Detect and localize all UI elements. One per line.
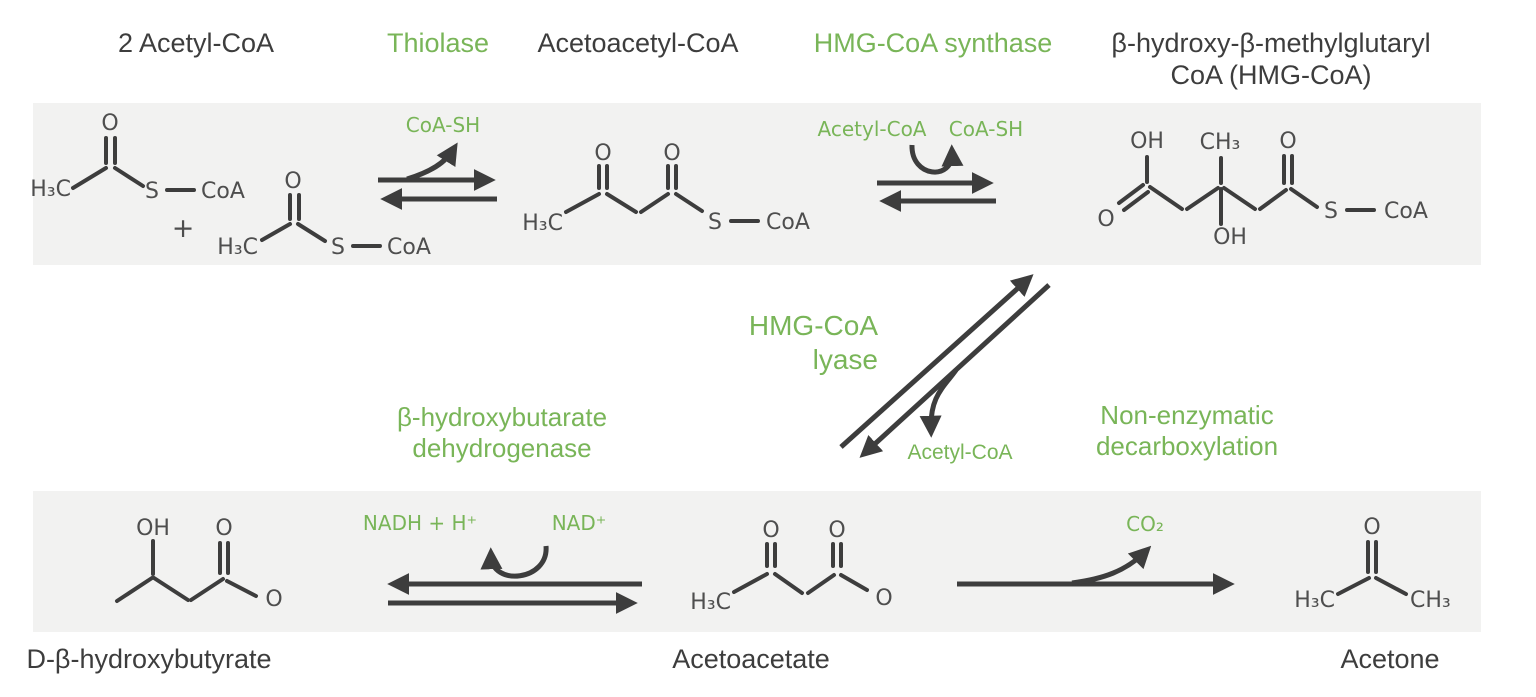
label-coa-sh-thiolase: CoA-SH (405, 113, 481, 137)
atom-coa: CoA (1384, 199, 1428, 224)
label-nad: NAD⁺ (551, 511, 607, 535)
label-hmg-coa-title-line2: CoA (HMG-CoA) (1170, 60, 1372, 90)
atom-o1: O (762, 518, 779, 543)
atom-o-top: O (215, 516, 232, 541)
atom-o3: O (875, 586, 892, 611)
acetyl-coa-structure-1: H₃C O S CoA (30, 111, 245, 204)
label-acetone: Acetone (1340, 644, 1440, 674)
label-acetoacetate: Acetoacetate (672, 644, 830, 674)
label-non-enzymatic: Non-enzymatic decarboxylation (1096, 400, 1278, 462)
atom-h3c: H₃C (217, 235, 258, 260)
atom-o: O (101, 111, 118, 136)
bottom-reaction-band (33, 491, 1481, 632)
label-non-enzymatic-line2: decarboxylation (1095, 431, 1279, 461)
label-hmg-coa-title-line1: β-hydroxy-β-methylglutaryl (1111, 28, 1431, 58)
atom-coa: CoA (387, 235, 431, 260)
atom-h3c: H₃C (690, 590, 731, 615)
atom-oh-top: OH (1130, 129, 1164, 154)
label-hmg-lyase-line2: lyase (812, 344, 878, 375)
atom-s: S (708, 210, 722, 235)
decarboxylation-reaction-arrows (957, 545, 1235, 596)
atom-o2: O (828, 518, 845, 543)
thiolase-reaction-arrows (378, 142, 497, 211)
label-acetyl-coa-released: Acetyl-CoA (907, 441, 1013, 464)
label-nadh-h: NADH + H⁺ (362, 511, 478, 535)
atom-coa: CoA (766, 210, 810, 235)
label-enzyme-hmg-synthase: HMG-CoA synthase (813, 28, 1053, 58)
label-d-bhb: D-β-hydroxybutyrate (26, 644, 272, 674)
label-hmg-lyase-line1: HMG-CoA (748, 310, 878, 341)
atom-o: O (1363, 515, 1380, 540)
atom-o1: O (594, 141, 611, 166)
acetone-structure: O H₃C CH₃ (1294, 515, 1450, 613)
acetyl-coa-structure-2: H₃C O S CoA (217, 169, 431, 260)
atom-ch3: CH₃ (1200, 130, 1241, 155)
d-bhb-structure: OH O O (115, 516, 283, 612)
atom-h3c: H₃C (30, 177, 71, 202)
label-2-acetyl-coa: 2 Acetyl-CoA (117, 28, 275, 58)
label-acetyl-coa-in: Acetyl-CoA (817, 117, 927, 141)
acetoacetate-structure: H₃C O O O (690, 518, 892, 615)
atom-o-right: O (265, 587, 282, 612)
atom-oh: OH (136, 516, 170, 541)
label-enzyme-hmg-lyase: HMG-CoA lyase (749, 309, 878, 377)
label-acetoacetyl-coa: Acetoacetyl-CoA (537, 28, 739, 58)
label-non-enzymatic-line1: Non-enzymatic (1100, 400, 1274, 430)
label-enzyme-bhb-dehydrogenase: β-hydroxybutarate dehydrogenase (397, 402, 607, 464)
label-enzyme-thiolase: Thiolase (386, 28, 490, 58)
label-hmg-coa-title: β-hydroxy-β-methylglutaryl CoA (HMG-CoA) (1111, 27, 1430, 91)
plus-sign: + (172, 213, 195, 244)
label-coa-sh-synthase: CoA-SH (948, 117, 1024, 141)
hmg-coa-structure: OH CH₃ O O OH S CoA (1097, 129, 1428, 250)
atom-h3c: H₃C (522, 211, 563, 236)
atom-h3c: H₃C (1294, 588, 1335, 613)
atom-ch3: CH₃ (1410, 588, 1451, 613)
label-bhb-dehydrogenase-line2: dehydrogenase (412, 433, 592, 463)
atom-s: S (331, 235, 345, 260)
atom-o-thioester: O (1279, 129, 1296, 154)
atom-o-carboxyl: O (1097, 207, 1114, 232)
atom-s: S (1324, 199, 1338, 224)
atom-o2: O (663, 141, 680, 166)
label-bhb-dehydrogenase-line1: β-hydroxybutarate (396, 402, 608, 432)
hmg-synthase-reaction-arrows (877, 144, 996, 213)
atom-oh-center: OH (1213, 225, 1247, 250)
bhb-dehydrogenase-reaction-arrows (387, 545, 642, 615)
atom-o: O (284, 169, 301, 194)
hmg-lyase-reaction-arrows (839, 274, 1051, 458)
atom-coa: CoA (201, 179, 245, 204)
label-co2: CO₂ (1126, 512, 1164, 536)
acetoacetyl-coa-structure: H₃C O O S CoA (522, 141, 810, 236)
atom-s: S (145, 179, 159, 204)
top-reaction-band (33, 103, 1481, 265)
